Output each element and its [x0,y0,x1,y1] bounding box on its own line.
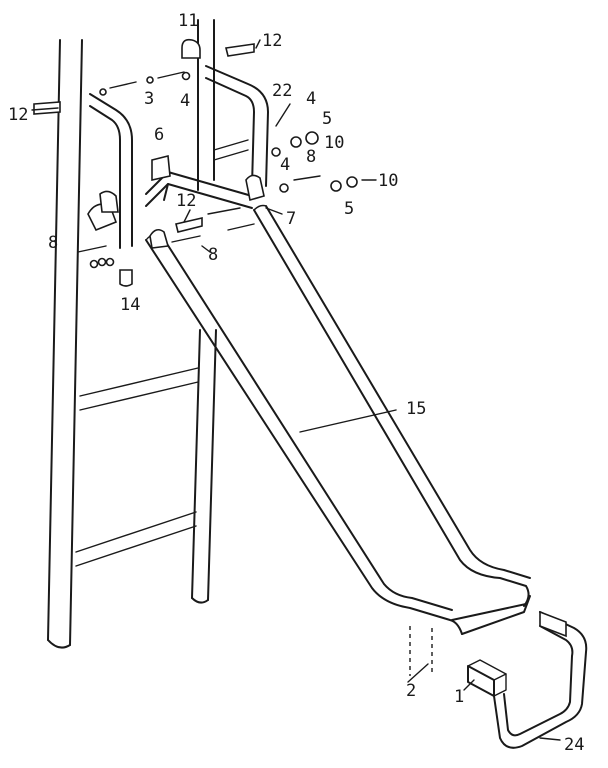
hardware-parts [33,38,358,287]
label-8-middle: 8 [208,245,218,265]
label-3: 3 [144,89,154,109]
label-12-left: 12 [8,105,28,125]
handrail-left [89,93,133,249]
label-11: 11 [178,11,198,31]
label-22: 22 [272,81,292,101]
label-4-top: 4 [180,91,190,111]
label-7: 7 [286,209,296,229]
label-10-right: 10 [378,171,398,191]
label-1: 1 [454,687,464,707]
label-12-middle: 12 [176,191,196,211]
right-ladder-pole [191,329,217,604]
label-12-top: 12 [262,31,282,51]
part-labels: 11 12 12 12 3 4 4 4 22 5 5 6 10 10 8 8 8… [8,11,584,755]
label-5-bottom: 5 [344,199,354,219]
exit-support-24 [467,610,588,749]
left-ladder-pole [47,39,83,649]
label-4-mid: 4 [280,155,290,175]
slide-feet-2 [409,626,433,676]
handrail-22 [205,65,269,187]
leader-lines [31,39,561,741]
label-2: 2 [406,681,416,701]
label-8-left: 8 [48,233,58,253]
label-6: 6 [154,125,164,145]
ladder-rungs [75,367,199,567]
label-15: 15 [406,399,426,419]
label-8-right: 8 [306,147,316,167]
label-4-right: 4 [306,89,316,109]
slide-bed-15 [145,204,531,635]
label-10-top: 10 [324,133,344,153]
label-14: 14 [120,295,140,315]
label-24: 24 [564,735,584,755]
label-5-top: 5 [322,109,332,129]
